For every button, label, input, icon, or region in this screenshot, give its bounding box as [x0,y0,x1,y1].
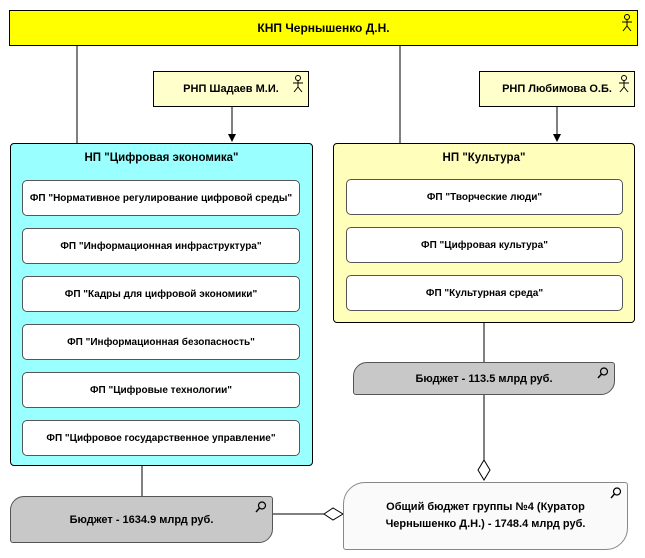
fp-label: ФП "Информационная инфраструктура" [60,240,262,252]
knp-label: КНП Чернышенко Д.Н. [257,21,390,35]
budget-culture-box[interactable]: Бюджет - 113.5 млрд руб. [353,362,615,395]
np-title: НП "Цифровая экономика" [84,152,239,164]
fp-label: ФП "Цифровые технологии" [89,384,232,396]
actor-icon [619,75,629,93]
fp-item[interactable]: ФП "Информационная безопасность" [22,324,300,360]
fp-label: ФП "Нормативное регулирование цифровой с… [29,192,293,204]
total-budget-box[interactable]: Общий бюджет группы №4 (Куратор Чернышен… [343,482,628,550]
fp-label: ФП "Цифровое государственное управление" [46,432,276,444]
total-budget-line1: Общий бюджет группы №4 (Куратор [386,501,585,513]
fp-item[interactable]: ФП "Цифровые технологии" [22,372,300,408]
fp-item[interactable]: ФП "Культурная среда" [346,275,623,311]
np-culture[interactable]: НП "Культура" ФП "Творческие люди" ФП "Ц… [333,143,635,323]
fp-label: ФП "Творческие люди" [426,191,543,203]
actor-icon [293,75,303,93]
np-digital-economy[interactable]: НП "Цифровая экономика" ФП "Нормативное … [10,143,313,466]
fp-label: ФП "Кадры для цифровой экономики" [64,288,258,300]
rnp-box-shadaev[interactable]: РНП Шадаев М.И. [153,71,309,107]
np-title: НП "Культура" [442,152,526,164]
magnifier-icon [255,501,267,513]
budget-digital-box[interactable]: Бюджет - 1634.9 млрд руб. [10,496,273,543]
magnifier-icon [597,367,609,379]
fp-label: ФП "Информационная безопасность" [67,336,255,348]
budget-label: Бюджет - 113.5 млрд руб. [415,372,553,385]
budget-label: Бюджет - 1634.9 млрд руб. [69,513,214,526]
fp-label: ФП "Культурная среда" [425,287,544,299]
rnp-label: РНП Шадаев М.И. [183,83,279,95]
total-budget-line2: Чернышенко Д.Н.) - 1748.4 млрд руб. [385,518,586,530]
total-budget-text: Общий бюджет группы №4 (Куратор Чернышен… [386,499,586,533]
fp-item[interactable]: ФП "Кадры для цифровой экономики" [22,276,300,312]
rnp-label: РНП Любимова О.Б. [502,83,612,95]
fp-item[interactable]: ФП "Творческие люди" [346,179,623,215]
actor-icon [622,14,632,32]
rnp-box-lyubimova[interactable]: РНП Любимова О.Б. [479,71,635,107]
fp-item[interactable]: ФП "Нормативное регулирование цифровой с… [22,180,300,216]
magnifier-icon [610,487,622,499]
fp-item[interactable]: ФП "Информационная инфраструктура" [22,228,300,264]
fp-item[interactable]: ФП "Цифровая культура" [346,227,623,263]
fp-item[interactable]: ФП "Цифровое государственное управление" [22,420,300,456]
fp-label: ФП "Цифровая культура" [421,239,548,251]
knp-box[interactable]: КНП Чернышенко Д.Н. [9,10,638,46]
